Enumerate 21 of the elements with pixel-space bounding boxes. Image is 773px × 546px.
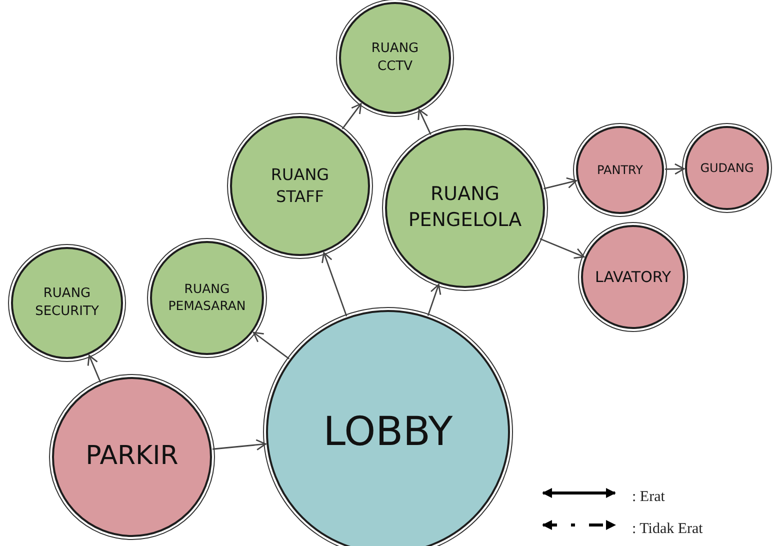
room-label: RUANG SECURITY xyxy=(34,285,100,321)
room-label: GUDANG xyxy=(700,160,754,176)
room-label: RUANG PENGELOLA xyxy=(407,182,523,233)
room-bubble xyxy=(576,126,664,214)
room-bubble xyxy=(685,126,769,210)
arrow xyxy=(540,238,585,259)
room-label: LAVATORY xyxy=(595,266,671,288)
room-label: LOBBY xyxy=(323,408,453,457)
room-label: PANTRY xyxy=(597,162,643,178)
room-bubble xyxy=(581,225,685,329)
arrow xyxy=(544,177,577,190)
arrow xyxy=(664,163,685,175)
room-label: RUANG STAFF xyxy=(270,164,330,208)
arrow xyxy=(322,252,348,316)
legend-text: : Erat xyxy=(632,489,665,506)
room-label: RUANG CCTV xyxy=(370,40,420,76)
room-label: PARKIR xyxy=(86,440,178,474)
room-label: RUANG PEMASARAN xyxy=(167,281,247,315)
arrow xyxy=(212,439,266,450)
arrow xyxy=(427,284,442,316)
legend-text: : Tidak Erat xyxy=(632,521,703,538)
